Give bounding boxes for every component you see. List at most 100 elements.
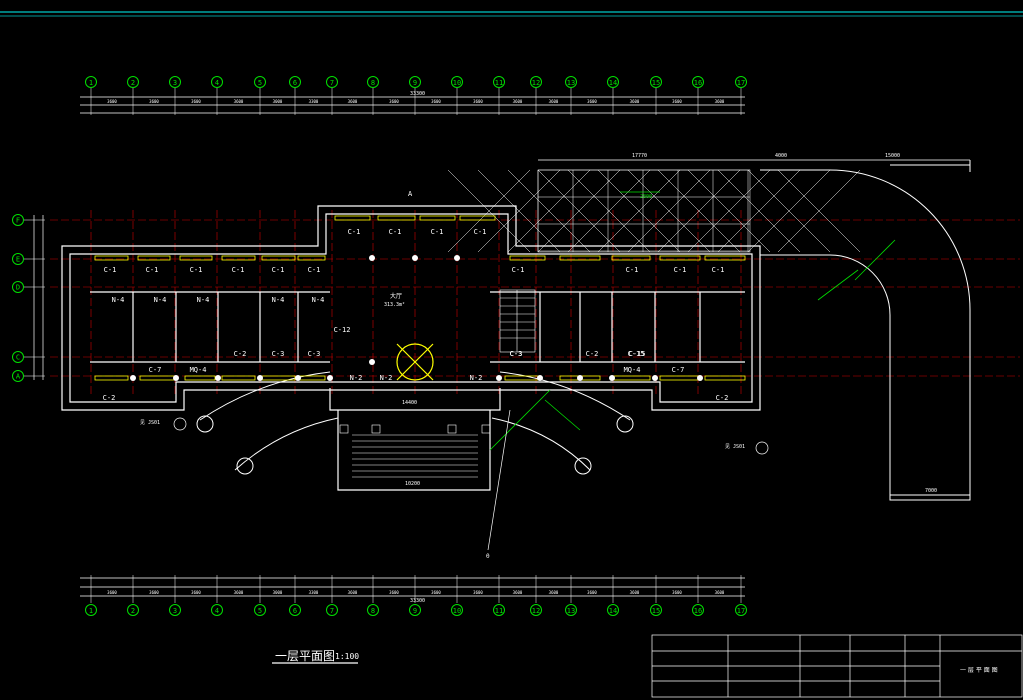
svg-text:9: 9	[413, 607, 417, 615]
column-12	[652, 375, 658, 381]
window-tag-bottom-11: MQ-4	[624, 366, 641, 374]
section-mark: 0	[486, 553, 490, 560]
note-left: 见 JS01	[140, 420, 160, 426]
drawing-title: 一层平面图	[275, 649, 335, 663]
window-17	[184, 375, 216, 381]
window-1	[137, 255, 171, 261]
column-5	[412, 255, 418, 261]
axis-bubble-bottom-1: 1	[85, 575, 97, 616]
window-16	[139, 375, 176, 381]
window-tag-top-2: C-1	[190, 266, 203, 274]
svg-text:4: 4	[215, 607, 219, 615]
interior-stair	[499, 289, 536, 353]
svg-text:6: 6	[293, 79, 297, 87]
building-walls	[61, 205, 761, 491]
svg-text:10: 10	[453, 79, 461, 87]
detail-bubble-right	[755, 441, 769, 455]
window-24	[659, 375, 701, 381]
axis-bubble-top-1: 1	[85, 76, 97, 115]
span-top-7: 3600	[389, 99, 399, 104]
span-bottom-9: 3600	[473, 590, 483, 595]
window-tag-center-1: C-1	[389, 228, 402, 236]
svg-text:8: 8	[371, 607, 375, 615]
curved-porch-left	[196, 371, 339, 475]
axis-bubble-top-14: 14	[607, 76, 619, 115]
window-9	[459, 215, 496, 221]
window-tag-bottom-6: N-2	[350, 374, 363, 382]
span-bottom-15: 3600	[715, 590, 725, 595]
window-3	[221, 255, 256, 261]
svg-text:1: 1	[89, 607, 93, 615]
axis-bubble-bottom-10: 10	[451, 575, 463, 616]
axis-bubble-bottom-2: 2	[127, 575, 139, 616]
svg-text:2: 2	[131, 79, 135, 87]
span-top-1: 3600	[149, 99, 159, 104]
window-tag-bottom-10: C-2	[586, 350, 599, 358]
column-4	[369, 359, 375, 365]
axis-bubble-left-A: A	[12, 370, 45, 382]
window-tag-right-1: C-1	[626, 266, 639, 274]
svg-text:2: 2	[131, 607, 135, 615]
axis-bubble-top-7: 7	[326, 76, 338, 115]
span-bottom-12: 3600	[587, 590, 597, 595]
svg-text:13: 13	[567, 79, 575, 87]
axis-bubble-top-6: 6	[289, 76, 301, 115]
span-bottom-1: 3600	[149, 590, 159, 595]
column-14	[130, 375, 136, 381]
span-top-5: 3300	[309, 99, 319, 104]
span-top-13: 3600	[630, 99, 640, 104]
svg-text:4: 4	[215, 79, 219, 87]
section-pointer	[487, 409, 511, 551]
window-12	[611, 255, 651, 261]
window-tag-bottom-8: N-2	[470, 374, 483, 382]
window-tag-bottom-5: C-3	[308, 350, 321, 358]
window-4	[261, 255, 296, 261]
span-bottom-13: 3600	[630, 590, 640, 595]
window-tag-bottom-13: C-7	[672, 366, 685, 374]
column-9	[537, 375, 543, 381]
span-bottom-2: 3600	[191, 590, 201, 595]
axis-bubble-top-16: 16	[692, 76, 704, 115]
window-13	[659, 255, 701, 261]
svg-text:5: 5	[258, 607, 262, 615]
span-top-4: 3000	[273, 99, 283, 104]
structural-columns	[130, 255, 703, 381]
window-tag-top-3: C-1	[232, 266, 245, 274]
door-tag-2: N-4	[197, 296, 210, 304]
canopy-dim-label: 2800	[640, 194, 652, 200]
column-3	[327, 375, 333, 381]
total-dimension-bottom: 33300	[410, 598, 425, 604]
window-tag-top-5: C-1	[308, 266, 321, 274]
window-7	[377, 215, 416, 221]
span-bottom-8: 3600	[431, 590, 441, 595]
axis-bubble-top-17: 17	[735, 76, 747, 115]
window-10	[509, 255, 546, 261]
left-dimension-chain	[33, 215, 44, 380]
window-tag-center-2: C-1	[431, 228, 444, 236]
span-top-12: 3600	[587, 99, 597, 104]
axis-bubble-top-15: 15	[650, 76, 662, 115]
span-top-14: 3600	[672, 99, 682, 104]
svg-text:C: C	[16, 354, 20, 362]
axis-bubble-bottom-17: 17	[735, 575, 747, 616]
svg-text:11: 11	[495, 607, 503, 615]
svg-text:17: 17	[737, 607, 745, 615]
column-7	[369, 255, 375, 261]
canopy-dim-2: 4000	[775, 153, 787, 159]
svg-text:8: 8	[371, 79, 375, 87]
window-tag-center-3: C-1	[474, 228, 487, 236]
span-top-11: 3600	[549, 99, 559, 104]
span-top-8: 3600	[431, 99, 441, 104]
svg-text:17: 17	[737, 79, 745, 87]
window-openings	[94, 215, 746, 381]
window-tag-top-4: C-1	[272, 266, 285, 274]
span-bottom-5: 3300	[309, 590, 319, 595]
window-8	[419, 215, 456, 221]
span-bottom-3: 3600	[234, 590, 244, 595]
svg-text:12: 12	[532, 607, 540, 615]
axis-bubble-left-C: C	[12, 351, 45, 363]
svg-text:12: 12	[532, 79, 540, 87]
